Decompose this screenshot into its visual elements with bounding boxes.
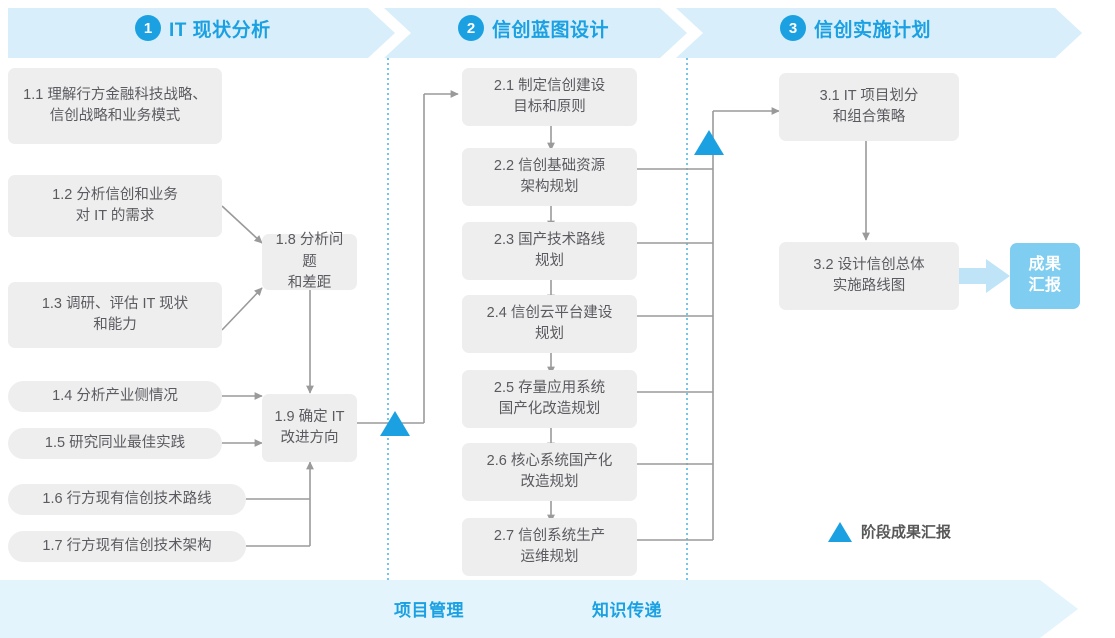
bottom-lane-banner bbox=[0, 580, 1115, 638]
triangle-up-icon bbox=[828, 521, 852, 542]
phase-banner: 1 IT 现状分析 2 信创蓝图设计 3 信创实施计划 bbox=[0, 0, 1115, 58]
deliverable-arrow bbox=[958, 259, 1010, 293]
node-1-5[interactable]: 1.5 研究同业最佳实践 bbox=[8, 428, 222, 459]
phase-number-1: 1 bbox=[135, 15, 161, 41]
legend-milestone: 阶段成果汇报 bbox=[828, 521, 951, 542]
node-1-8[interactable]: 1.8 分析问题 和差距 bbox=[262, 232, 357, 291]
node-1-9[interactable]: 1.9 确定 IT 改进方向 bbox=[262, 394, 357, 462]
deliverable-box[interactable]: 成果 汇报 bbox=[1010, 243, 1080, 309]
node-2-2[interactable]: 2.2 信创基础资源 架构规划 bbox=[462, 148, 637, 206]
phase-divider-lines bbox=[387, 58, 688, 580]
lane-label-project-management: 项目管理 bbox=[394, 601, 464, 620]
node-1-6[interactable]: 1.6 行方现有信创技术路线 bbox=[8, 484, 246, 515]
milestone-triangle-phase2 bbox=[694, 130, 724, 155]
phase-title-3: 信创实施计划 bbox=[814, 19, 932, 41]
phase-header-3: 3 信创实施计划 bbox=[780, 13, 931, 43]
node-2-7[interactable]: 2.7 信创系统生产 运维规划 bbox=[462, 518, 637, 576]
node-3-1[interactable]: 3.1 IT 项目划分 和组合策略 bbox=[779, 73, 959, 141]
node-2-1[interactable]: 2.1 制定信创建设 目标和原则 bbox=[462, 68, 637, 126]
bottom-lane-shape bbox=[0, 580, 1078, 638]
legend-label: 阶段成果汇报 bbox=[861, 524, 952, 541]
node-1-7[interactable]: 1.7 行方现有信创技术架构 bbox=[8, 531, 246, 562]
node-3-2[interactable]: 3.2 设计信创总体 实施路线图 bbox=[779, 242, 959, 310]
node-1-2[interactable]: 1.2 分析信创和业务 对 IT 的需求 bbox=[8, 175, 222, 237]
phase-number-3: 3 bbox=[780, 15, 806, 41]
phase-title-1: IT 现状分析 bbox=[169, 19, 271, 41]
node-1-1[interactable]: 1.1 理解行方金融科技战略、 信创战略和业务模式 bbox=[8, 68, 222, 144]
node-1-3[interactable]: 1.3 调研、评估 IT 现状 和能力 bbox=[8, 282, 222, 348]
lane-label-knowledge-transfer: 知识传递 bbox=[592, 601, 662, 620]
phase-banner-shape bbox=[0, 0, 1082, 58]
node-1-4[interactable]: 1.4 分析产业侧情况 bbox=[8, 381, 222, 412]
node-2-6[interactable]: 2.6 核心系统国产化 改造规划 bbox=[462, 443, 637, 501]
phase-header-2: 2 信创蓝图设计 bbox=[458, 13, 609, 43]
phase-number-2: 2 bbox=[458, 15, 484, 41]
node-2-3[interactable]: 2.3 国产技术路线 规划 bbox=[462, 222, 637, 280]
phase-header-1: 1 IT 现状分析 bbox=[135, 13, 271, 43]
node-2-4[interactable]: 2.4 信创云平台建设 规划 bbox=[462, 295, 637, 353]
node-2-5[interactable]: 2.5 存量应用系统 国产化改造规划 bbox=[462, 370, 637, 428]
milestone-triangle-phase1 bbox=[380, 411, 410, 436]
phase-title-2: 信创蓝图设计 bbox=[492, 19, 610, 41]
